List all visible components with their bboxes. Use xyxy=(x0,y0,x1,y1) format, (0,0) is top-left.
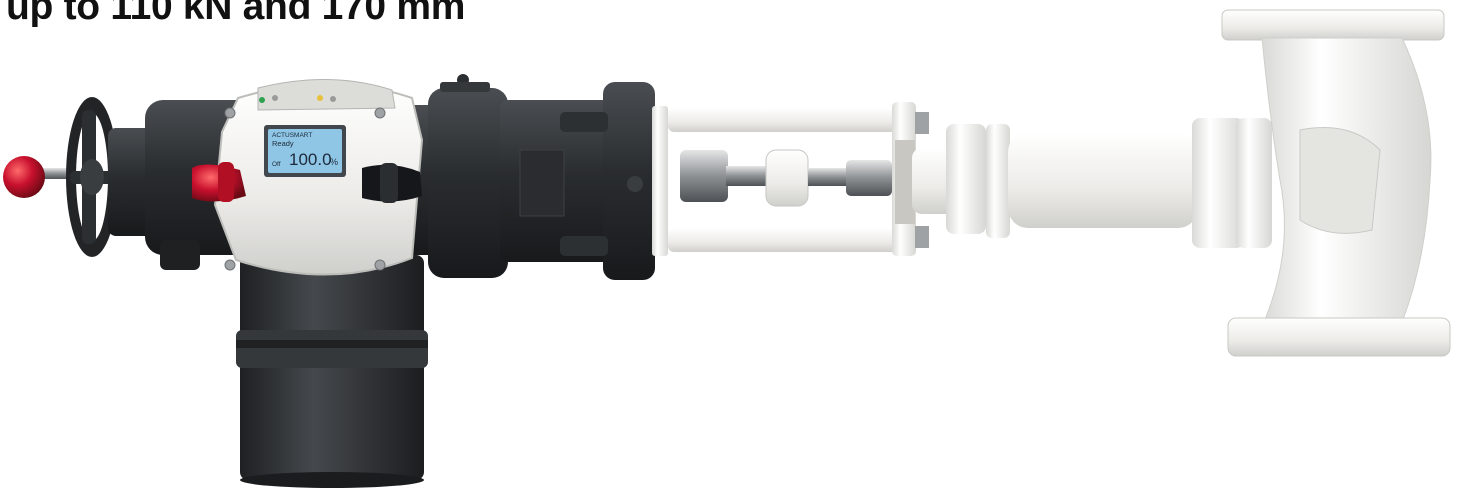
lcd-brand: ACTUSMART xyxy=(272,132,312,139)
control-knob[interactable] xyxy=(362,163,422,203)
motor-housing xyxy=(236,255,428,488)
headline: up to 110 kN and 170 mm xyxy=(6,0,466,28)
lcd-screen: ACTUSMART Ready Off 100.0 % xyxy=(268,129,342,173)
valve-stem xyxy=(680,140,915,224)
valve-body xyxy=(1221,9,1451,357)
handwheel[interactable] xyxy=(40,97,118,257)
control-panel xyxy=(213,79,424,276)
lcd-unit: % xyxy=(330,157,338,167)
lcd-value: 100.0 xyxy=(289,150,332,169)
gearbox xyxy=(428,74,655,280)
lcd-status: Ready xyxy=(272,139,294,148)
selector-knob[interactable] xyxy=(192,162,246,202)
handwheel-knob[interactable] xyxy=(3,156,45,198)
valve-bonnet xyxy=(912,118,1272,248)
lcd-mode: Off xyxy=(272,161,281,168)
